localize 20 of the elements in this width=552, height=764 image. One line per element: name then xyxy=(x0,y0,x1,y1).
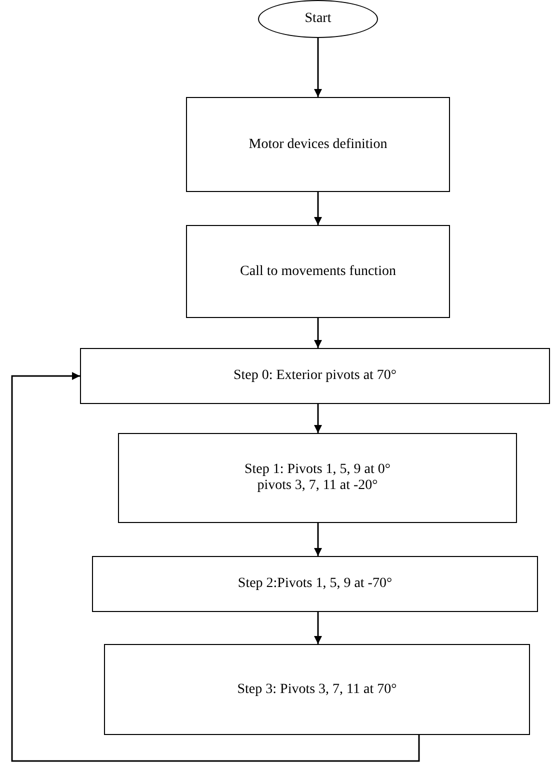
process-box xyxy=(80,348,550,404)
arrow xyxy=(314,612,322,644)
process-box xyxy=(118,433,517,523)
node-text: Start xyxy=(304,11,332,27)
node-text: Step 2:Pivots 1, 5, 9 at -70° xyxy=(238,576,392,592)
process-box xyxy=(92,556,538,612)
process-box xyxy=(104,644,530,735)
arrow xyxy=(314,38,322,97)
node-text: Step 1: Pivots 1, 5, 9 at 0° pivots 3, 7, 11 at -20° xyxy=(244,462,392,494)
process-box xyxy=(186,97,450,192)
process-box xyxy=(186,225,450,318)
arrow xyxy=(11,372,420,762)
node-text: Step 3: Pivots 3, 7, 11 at 70° xyxy=(237,682,397,698)
arrow xyxy=(314,318,322,348)
arrow xyxy=(314,523,322,556)
node-text: Step 0: Exterior pivots at 70° xyxy=(233,368,397,384)
arrow xyxy=(314,192,322,225)
arrow xyxy=(314,404,322,433)
node-text: Call to movements function xyxy=(240,264,396,280)
node-text: Motor devices definition xyxy=(248,136,388,152)
